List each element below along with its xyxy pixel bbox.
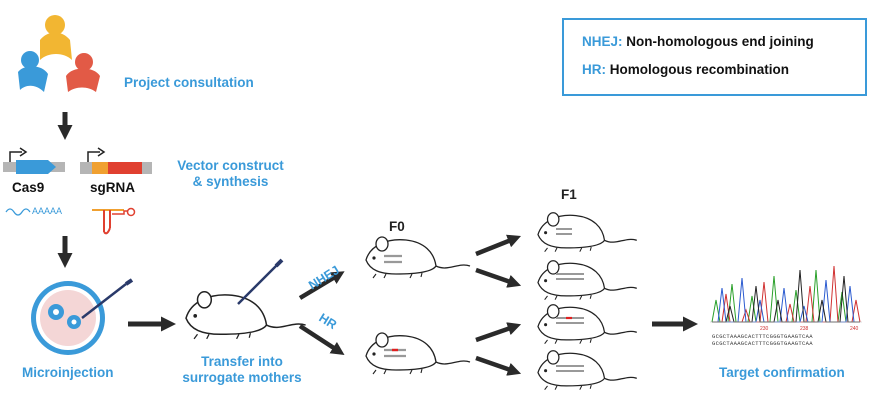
vector-construct-label: Vector construct & synthesis bbox=[168, 158, 293, 190]
transfer-line2: surrogate mothers bbox=[182, 370, 302, 385]
sgrna-hairpin-icon bbox=[92, 207, 136, 235]
arrow-f0-f1-4 bbox=[475, 355, 522, 376]
arrow-f0-f1-1 bbox=[475, 234, 522, 257]
vector-construct-line2: & synthesis bbox=[192, 174, 269, 189]
hr-label: HR bbox=[316, 311, 339, 332]
target-confirmation-label: Target confirmation bbox=[719, 365, 845, 380]
polya-label: AAAAA bbox=[32, 206, 62, 216]
arrow-f0-f1-2 bbox=[475, 267, 522, 288]
nhej-label: NHEJ bbox=[306, 263, 342, 293]
project-consultation-label: Project consultation bbox=[124, 75, 254, 90]
chromatogram-position: 238 bbox=[800, 326, 809, 332]
f0-mouse-hr bbox=[365, 332, 471, 375]
chromatogram-sequence: GCGCTAAAGCACTTTCGGGTGAAGTCAA bbox=[712, 333, 813, 340]
arrow-nhej bbox=[298, 271, 345, 300]
legend-abbr: HR: bbox=[582, 62, 606, 77]
mrna-wave-icon bbox=[5, 208, 31, 216]
legend-definition: Non-homologous end joining bbox=[626, 34, 814, 49]
f1-mouse-2 bbox=[537, 260, 638, 301]
cas9-label: Cas9 bbox=[12, 180, 45, 195]
f0-mouse-nhej bbox=[365, 236, 471, 279]
sequencing-chromatogram bbox=[710, 265, 862, 323]
transfer-label: Transfer into surrogate mothers bbox=[180, 354, 304, 386]
f0-label: F0 bbox=[389, 219, 405, 234]
chromatogram-position: 240 bbox=[850, 326, 859, 332]
f1-mouse-3 bbox=[537, 304, 638, 345]
f1-mouse-4 bbox=[537, 350, 638, 391]
consultation-icon bbox=[18, 15, 100, 92]
legend-definition: Homologous recombination bbox=[609, 62, 790, 77]
transfer-line1: Transfer into bbox=[201, 354, 283, 369]
microinjection-icon bbox=[31, 278, 134, 355]
f1-label: F1 bbox=[561, 187, 577, 202]
sgrna-construct bbox=[80, 147, 152, 174]
chromatogram-sequence: GCGCTAAAGCACTTTCGGGTGAAGTCAA bbox=[712, 340, 813, 347]
arrow-hr bbox=[298, 324, 345, 355]
sgrna-label: sgRNA bbox=[90, 180, 136, 195]
legend-box: NHEJ: Non-homologous end joining HR: Hom… bbox=[562, 18, 867, 96]
cas9-construct bbox=[3, 147, 65, 174]
legend-item-hr: HR: Homologous recombination bbox=[582, 62, 789, 77]
f1-mouse-1 bbox=[537, 212, 638, 253]
vector-construct-line1: Vector construct bbox=[177, 158, 284, 173]
microinjection-label: Microinjection bbox=[22, 365, 114, 380]
legend-abbr: NHEJ: bbox=[582, 34, 623, 49]
arrow-f0-f1-3 bbox=[475, 322, 522, 343]
chromatogram-position: 230 bbox=[760, 326, 769, 332]
legend-item-nhej: NHEJ: Non-homologous end joining bbox=[582, 34, 814, 49]
surrogate-mouse-icon bbox=[185, 258, 307, 340]
